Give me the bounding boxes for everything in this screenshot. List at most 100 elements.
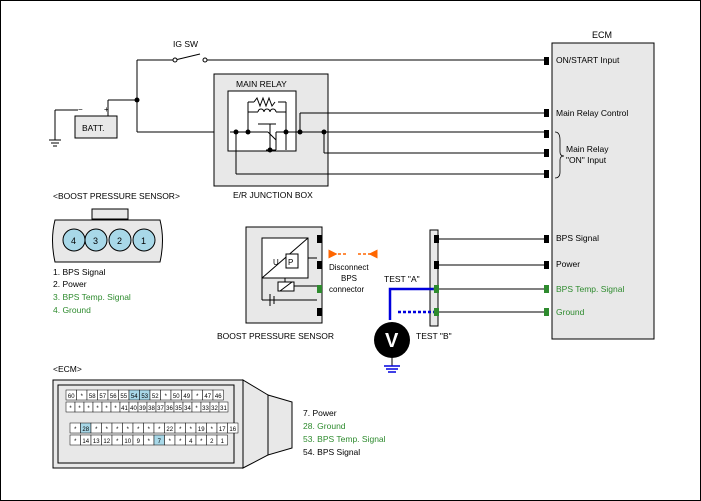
ecm-connector-pin-label: * bbox=[116, 439, 119, 445]
ecm-connector-pin-label: 57 bbox=[99, 394, 106, 400]
main-relay-label: MAIN RELAY bbox=[236, 79, 287, 89]
ecm-connector-pin-cell bbox=[218, 401, 229, 413]
ecm-connector-pin-label: * bbox=[211, 427, 214, 433]
bps-pin-desc-2: 2. Power bbox=[53, 279, 87, 289]
disconnect-label-3: connector bbox=[329, 285, 364, 294]
ecm-connector-pin-label: 53 bbox=[141, 394, 148, 400]
ecm-connector-pin-label: 46 bbox=[215, 394, 222, 400]
ecm-connector-pin-label: * bbox=[74, 439, 77, 445]
ecm-connector-pin-label: 37 bbox=[157, 406, 164, 412]
bps-pin-num-1: 1 bbox=[141, 236, 146, 246]
ecm-connector-pin-label: * bbox=[87, 406, 90, 412]
bps-section-title: <BOOST PRESSURE SENSOR> bbox=[53, 191, 180, 201]
ecm-connector-pin-label: * bbox=[200, 439, 203, 445]
bps-box-caption: BOOST PRESSURE SENSOR bbox=[217, 331, 334, 341]
ecm-connector-pin-label: * bbox=[148, 439, 151, 445]
ecm-connector-pin-label: * bbox=[158, 427, 161, 433]
ecm-connector-pin-label: 47 bbox=[204, 394, 211, 400]
ecm-connector-pin-label: 35 bbox=[175, 406, 182, 412]
junction-box-label: E/R JUNCTION BOX bbox=[233, 190, 313, 200]
bps-pin-desc-1: 1. BPS Signal bbox=[53, 267, 106, 277]
ecm-pin-label-bps-signal: BPS Signal bbox=[556, 233, 599, 243]
ecm-connector-pin-label: * bbox=[116, 427, 119, 433]
ecm-connector-pin-label: 34 bbox=[184, 406, 191, 412]
ecm-connector-pin-label: 50 bbox=[173, 394, 180, 400]
battery: BATT. − + bbox=[49, 100, 118, 147]
ecm-connector-pin-label: 40 bbox=[130, 406, 137, 412]
ecm-connector-pin-label: 16 bbox=[229, 427, 236, 433]
ecm-connector-pin-label: * bbox=[179, 439, 182, 445]
ecm-connector-pin-label: 4 bbox=[189, 439, 193, 445]
ecm-title: ECM bbox=[592, 30, 612, 40]
disconnect-label-2: BPS bbox=[341, 274, 357, 283]
ecm-connector-pin-label: * bbox=[106, 427, 109, 433]
bps-pin-desc-3: 3. BPS Temp. Signal bbox=[53, 292, 131, 302]
ecm-connector-pin-label: 32 bbox=[211, 406, 218, 412]
ecm-connector-pin-label: * bbox=[95, 427, 98, 433]
ecm-connector-pin-label: 38 bbox=[148, 406, 155, 412]
ecm-pin-desc-7: 7. Power bbox=[303, 408, 337, 418]
ecm-connector-pin-label: 36 bbox=[166, 406, 173, 412]
ecm-pin-label-ground: Ground bbox=[556, 307, 585, 317]
ecm-connector-pin-label: 17 bbox=[219, 427, 226, 433]
ecm-connector-pin-cell bbox=[216, 434, 228, 446]
bps-pin-desc-4: 4. Ground bbox=[53, 305, 91, 315]
ecm-connector-pin-label: 55 bbox=[120, 394, 127, 400]
disconnect-label-1: Disconnect bbox=[329, 263, 369, 272]
ecm-connector-pin-label: 58 bbox=[89, 394, 96, 400]
ecm-module: ECM ON/START Input Main Relay Control Ma… bbox=[544, 30, 655, 340]
ecm-pin-label-on-input: "ON" Input bbox=[566, 155, 607, 165]
ecm-pin-desc-54: 54. BPS Signal bbox=[303, 447, 360, 457]
ecm-connector-pin-label: * bbox=[137, 427, 140, 433]
test-a-label: TEST "A" bbox=[384, 274, 420, 284]
ecm-connector-pin-label: * bbox=[81, 394, 84, 400]
ecm-connector-pin-label: * bbox=[179, 427, 182, 433]
ecm-connector-pin-label: 33 bbox=[202, 406, 209, 412]
ecm-connector-pin-label: * bbox=[105, 406, 108, 412]
test-b-label: TEST "B" bbox=[416, 331, 452, 341]
ecm-connector-pin-label: 60 bbox=[68, 394, 75, 400]
ecm-connector-pin-label: 12 bbox=[103, 439, 110, 445]
ecm-pin-desc-53: 53. BPS Temp. Signal bbox=[303, 434, 386, 444]
ecm-connector-pin-label: * bbox=[96, 406, 99, 412]
ecm-connector-pin-label: 1 bbox=[221, 439, 225, 445]
ecm-connector-pin-label: * bbox=[74, 427, 77, 433]
ecm-connector-pin-cell bbox=[212, 389, 224, 401]
battery-label: BATT. bbox=[82, 123, 105, 133]
ecm-pin-label-on-start: ON/START Input bbox=[556, 55, 620, 65]
ecm-connector-pin-label: 14 bbox=[82, 439, 89, 445]
ecm-connector-pin-label: 19 bbox=[198, 427, 205, 433]
ecm-connector-pin-label: 10 bbox=[124, 439, 131, 445]
ecm-connector-pin-label: * bbox=[190, 427, 193, 433]
junction-box: MAIN RELAY E/R JUNCTION BOX bbox=[213, 73, 329, 200]
svg-text:+: + bbox=[104, 105, 109, 114]
voltmeter-label: V bbox=[385, 330, 399, 352]
ecm-connector-pin-label: 9 bbox=[137, 439, 141, 445]
boost-pressure-sensor: U P BOOST PRESSURE SENSOR bbox=[217, 226, 334, 341]
ecm-connector-pin-label: 31 bbox=[220, 406, 227, 412]
ecm-pin-label-power: Power bbox=[556, 259, 580, 269]
ecm-connector-pin-label: * bbox=[195, 406, 198, 412]
sensor-p-label: P bbox=[288, 258, 293, 267]
ecm-connector-pin-label: 13 bbox=[93, 439, 100, 445]
ecm-connector-pin-label: * bbox=[169, 439, 172, 445]
ecm-pin-desc-28: 28. Ground bbox=[303, 421, 346, 431]
ecm-connector-pin-label: * bbox=[196, 394, 199, 400]
ecm-pin-label-bps-temp: BPS Temp. Signal bbox=[556, 284, 624, 294]
ecm-connector-pin-label: 56 bbox=[110, 394, 117, 400]
ecm-connector-title: <ECM> bbox=[53, 364, 82, 374]
ecm-connector-pin-label: * bbox=[148, 427, 151, 433]
ecm-connector-pin-label: * bbox=[78, 406, 81, 412]
ecm-connector-pin-label: 7 bbox=[158, 439, 162, 445]
ecm-connector-pin-label: 54 bbox=[131, 394, 138, 400]
ecm-connector-pin-label: 52 bbox=[152, 394, 159, 400]
ecm-pin-label-main-relay-control: Main Relay Control bbox=[556, 108, 628, 118]
ecm-connector-pin-label: * bbox=[165, 394, 168, 400]
ecm-connector-pin-label: 28 bbox=[82, 427, 89, 433]
bps-pin-num-2: 2 bbox=[117, 236, 122, 246]
ecm-pin-label-main-relay: Main Relay bbox=[566, 144, 609, 154]
bps-connector-drawing: <BOOST PRESSURE SENSOR> 4 3 2 1 1. BPS S… bbox=[52, 191, 180, 315]
ecm-connector-pin-label: 2 bbox=[210, 439, 214, 445]
